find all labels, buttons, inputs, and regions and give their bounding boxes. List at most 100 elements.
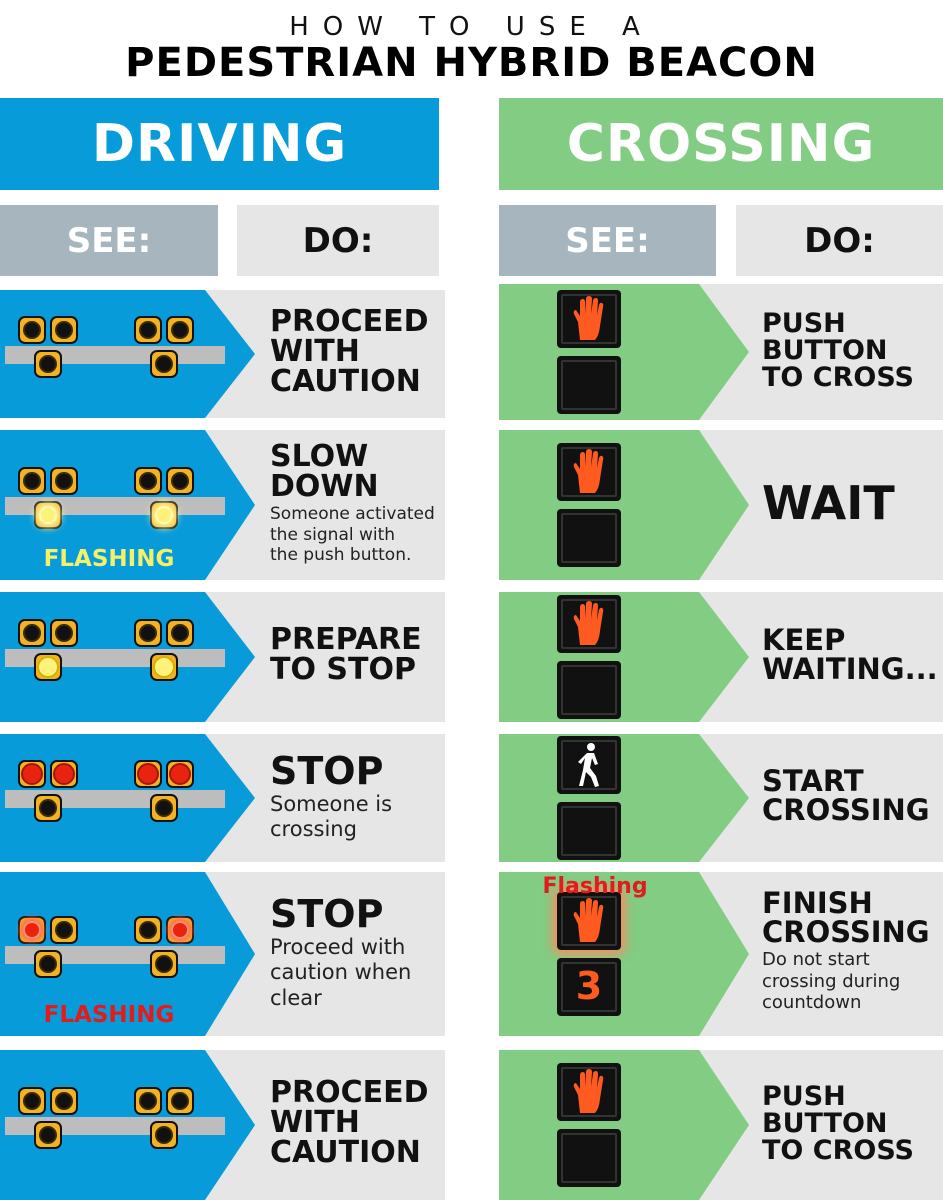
lamp-lens-icon [55, 472, 73, 490]
action-line: PREPARE [270, 622, 422, 657]
crossing-row-arrow [499, 284, 749, 420]
beacon-lamp-left-icon [18, 467, 46, 495]
description-line: the signal with [270, 524, 396, 545]
beacon-lamp-left-icon [18, 1087, 46, 1115]
description-line: crossing during [762, 970, 901, 992]
lamp-lens-icon [39, 506, 57, 524]
hand-icon [573, 296, 604, 340]
beacon-lamp-right-icon [50, 1087, 78, 1115]
beacon-signal-icon [18, 916, 82, 984]
action-line: WITH [270, 1105, 360, 1140]
beacon-lamp-bottom-icon [150, 1121, 178, 1149]
lamp-lens-icon [23, 921, 41, 939]
beacon-lamp-bottom-icon [34, 501, 62, 529]
beacon-lamp-bottom-icon [34, 794, 62, 822]
beacon-signal-icon [18, 760, 82, 828]
lamp-lens-icon [169, 763, 191, 785]
lamp-lens-icon [153, 656, 175, 678]
lamp-lens-icon [23, 624, 41, 642]
lamp-lens-icon [139, 921, 157, 939]
description-line: crossing [270, 816, 357, 841]
action-line: PROCEED [270, 1075, 429, 1110]
crossing-do-label: DO: [736, 205, 943, 276]
lamp-lens-icon [139, 624, 157, 642]
description-line: clear [270, 985, 322, 1010]
title-line-1: HOW TO USE A [289, 12, 654, 42]
beacon-lamp-bottom-icon [34, 653, 62, 681]
action-line: STOP [270, 748, 384, 793]
ped-signal-frame [561, 806, 617, 856]
beacon-lamp-right-icon [166, 619, 194, 647]
beacon-lamp-bottom-icon [150, 950, 178, 978]
lamp-lens-icon [171, 321, 189, 339]
description-line: the push button. [270, 545, 412, 566]
beacon-lamp-right-icon [50, 619, 78, 647]
crossing-flashing-label: Flashing [542, 874, 648, 899]
ped-signal-frame [561, 962, 617, 1012]
lamp-lens-icon [39, 355, 57, 373]
hand-symbol [557, 1069, 621, 1119]
driving-flashing-label: FLASHING [43, 1002, 175, 1028]
ped-signal-lower [557, 509, 621, 567]
driving-see-label: SEE: [0, 205, 218, 276]
action-line: CROSSING [762, 793, 930, 827]
action-line: BUTTON [762, 334, 888, 366]
hand-symbol [557, 449, 621, 499]
ped-signal-upper [557, 290, 621, 348]
beacon-lamp-left-icon [134, 916, 162, 944]
hand-icon [573, 898, 604, 942]
beacon-lamp-bottom-icon [150, 501, 178, 529]
beacon-lamp-right-icon [50, 316, 78, 344]
action-line: BUTTON [762, 1107, 888, 1139]
ped-signal-frame [561, 740, 617, 790]
beacon-lamp-right-icon [50, 467, 78, 495]
action-line: PUSH [762, 307, 846, 339]
ped-signal-upper [557, 1063, 621, 1121]
beacon-lamp-bottom-icon [34, 950, 62, 978]
lamp-lens-icon [39, 955, 57, 973]
action-line: WAIT [762, 476, 895, 530]
hand-icon [573, 1069, 604, 1113]
ped-signal-frame [561, 294, 617, 344]
lamp-lens-icon [155, 1126, 173, 1144]
beacon-lamp-left-icon [18, 619, 46, 647]
crossing-see-label: SEE: [499, 205, 716, 276]
ped-signal-frame [561, 896, 617, 946]
description-line: Someone is [270, 791, 393, 816]
beacon-signal-icon [134, 760, 198, 828]
ped-signal-lower [557, 1129, 621, 1187]
action-line: TO CROSS [762, 361, 915, 393]
ped-signal-frame [561, 1133, 617, 1183]
lamp-lens-icon [139, 472, 157, 490]
lamp-lens-icon [155, 506, 173, 524]
lamp-lens-icon [39, 799, 57, 817]
description-line: Do not start [762, 949, 870, 971]
beacon-lamp-right-icon [166, 760, 194, 788]
beacon-lamp-left-icon [18, 760, 46, 788]
driving-do-label: DO: [237, 205, 439, 276]
action-line: FINISH [762, 886, 873, 921]
lamp-lens-icon [39, 1126, 57, 1144]
ped-signal-frame [561, 1067, 617, 1117]
lamp-lens-icon [53, 763, 75, 785]
action-line: START [762, 764, 864, 798]
beacon-lamp-bottom-icon [34, 1121, 62, 1149]
beacon-lamp-right-icon [166, 916, 194, 944]
walking-person-icon [578, 743, 599, 787]
driving-header: DRIVING [0, 98, 439, 190]
ped-signal-frame [561, 599, 617, 649]
beacon-lamp-bottom-icon [34, 350, 62, 378]
lamp-lens-icon [55, 624, 73, 642]
lamp-lens-icon [155, 355, 173, 373]
